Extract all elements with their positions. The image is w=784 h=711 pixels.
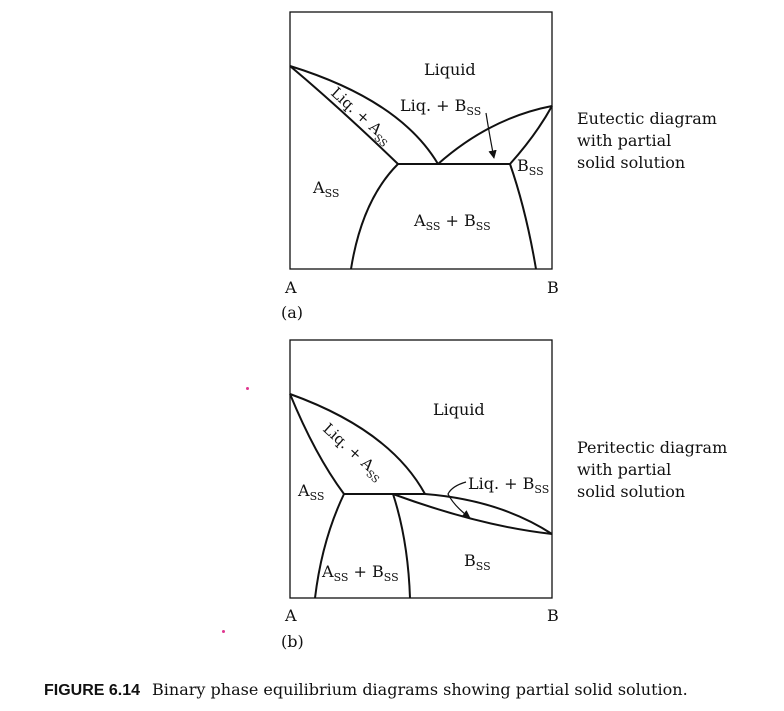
diagram-a-solvus-right (509, 163, 537, 270)
figure-caption-text: Binary phase equilibrium diagrams showin… (152, 680, 688, 699)
diagram-a-solidus-left (289, 65, 399, 165)
diagram-a-axis-left-label: A (285, 278, 297, 297)
diagram-b-description-line: solid solution (577, 482, 686, 501)
diagram-b-bss-label: BSS (464, 551, 491, 573)
diagram-b-liq-ass-label: Liq. + ASS (317, 420, 387, 486)
diagram-a-axis-right-label: B (547, 278, 559, 297)
diagram-b-frame (289, 339, 553, 599)
peritectic-diagram: Liquid Liq. + ASS Liq. + BSS ASS BSS ASS… (289, 339, 553, 599)
diagram-a-description: Eutectic diagram with partial solid solu… (577, 108, 717, 174)
figure-number: FIGURE 6.14 (44, 682, 141, 699)
diagram-b-axis-right-label: B (547, 606, 559, 625)
diagram-b-pointer-arrow (447, 481, 471, 519)
diagram-a-ass-label: ASS (312, 178, 339, 200)
diagram-a-solidus-right (509, 105, 553, 165)
diagram-b-panel-label: (b) (281, 632, 304, 651)
diagram-a-pointer-arrow (485, 112, 497, 159)
diagram-a-liquidus-left (289, 65, 439, 165)
diagram-b-solvus-left (314, 493, 345, 599)
eutectic-diagram: Liquid Liq. + BSS Liq. + ASS ASS BSS ASS… (289, 11, 553, 270)
diagram-b-ass-label: ASS (297, 481, 324, 503)
diagram-b-description: Peritectic diagram with partial solid so… (577, 437, 727, 503)
diagram-b-liquidus-left (289, 393, 426, 495)
diagram-b-liq-bss-label: Liq. + BSS (468, 474, 549, 496)
diagram-a-description-line: solid solution (577, 153, 686, 172)
diagram-b-description-line: Peritectic diagram (577, 438, 728, 457)
diagram-a-frame (289, 11, 553, 270)
diagram-a-liq-ass-label: Liq. + ASS (325, 84, 395, 150)
diagram-b-description-line: with partial (577, 460, 672, 479)
diagram-a-liquidus-right (437, 105, 553, 165)
diagram-b-ass-bss-label: ASS + BSS (321, 562, 399, 584)
diagram-b-axis-left-label: A (285, 606, 297, 625)
diagram-a-bss-label: BSS (517, 156, 544, 178)
diagram-a-description-line: with partial (577, 131, 672, 150)
diagram-b-solidus-left (289, 393, 345, 495)
figure-caption: FIGURE 6.14 Binary phase equilibrium diag… (44, 680, 688, 700)
diagram-b-solidus-right (392, 493, 553, 535)
diagram-b-liquidus-right (424, 493, 553, 535)
diagram-a-ass-bss-label: ASS + BSS (413, 211, 491, 233)
diagram-a-panel-label: (a) (281, 303, 304, 322)
diagram-b-liquid-label: Liquid (433, 400, 485, 419)
diagram-b-solvus-right (392, 493, 411, 599)
diagram-a-description-line: Eutectic diagram (577, 109, 717, 128)
stray-mark (246, 387, 249, 390)
stray-mark (222, 630, 225, 633)
diagram-a-liquid-label: Liquid (424, 60, 476, 79)
diagram-a-liq-bss-label: Liq. + BSS (400, 96, 481, 118)
diagram-a-solvus-left (350, 163, 399, 270)
